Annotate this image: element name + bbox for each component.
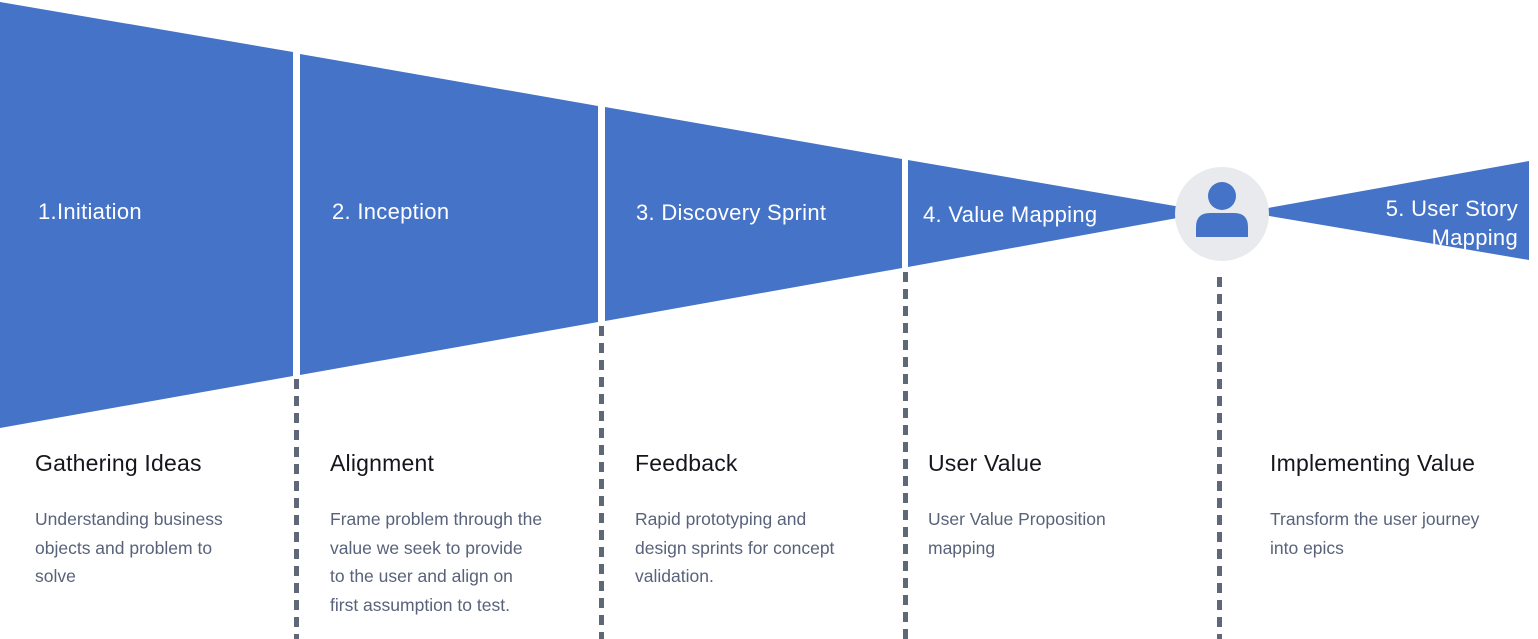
- funnel-stage-discovery-sprint: 3. Discovery Sprint: [605, 107, 902, 321]
- phase-description-gathering-ideas: Understanding business objects and probl…: [35, 509, 223, 586]
- phase-title-user-value: User Value: [928, 450, 1043, 476]
- phase-alignment: Alignment Frame problem through the valu…: [330, 448, 585, 619]
- stage-label-user-story-mapping: 5. User Story Mapping: [1385, 196, 1518, 250]
- divider-dashed-line-2: [599, 326, 604, 639]
- divider-dashed-line-3: [903, 272, 908, 639]
- phase-description-user-value: User Value Proposition mapping: [928, 509, 1106, 558]
- phase-gathering-ideas: Gathering Ideas Understanding business o…: [35, 448, 290, 591]
- stage-label-initiation: 1.Initiation: [38, 199, 142, 224]
- phase-title-implementing-value: Implementing Value: [1270, 450, 1476, 476]
- phase-description-implementing-value: Transform the user journey into epics: [1270, 509, 1480, 558]
- funnel-stage-inception: 2. Inception: [300, 54, 598, 375]
- phase-description-feedback: Rapid prototyping and design sprints for…: [635, 509, 835, 586]
- funnel-stage-user-story-mapping: 5. User Story Mapping: [1246, 161, 1529, 260]
- phase-feedback: Feedback Rapid prototyping and design sp…: [635, 448, 890, 591]
- phase-description-alignment: Frame problem through the value we seek …: [330, 509, 543, 615]
- stage-label-value-mapping: 4. Value Mapping: [923, 202, 1098, 227]
- user-icon-glyph: [1196, 182, 1248, 237]
- phase-implementing-value: Implementing Value Transform the user jo…: [1270, 448, 1525, 562]
- phase-title-alignment: Alignment: [330, 450, 435, 476]
- stage-label-discovery-sprint: 3. Discovery Sprint: [636, 200, 827, 225]
- funnel-stage-initiation: 1.Initiation: [0, 2, 293, 428]
- phase-title-feedback: Feedback: [635, 450, 738, 476]
- stage-label-inception: 2. Inception: [332, 199, 450, 224]
- phase-user-value: User Value User Value Proposition mappin…: [928, 448, 1183, 562]
- divider-dashed-line-4: [1217, 277, 1222, 639]
- user-icon: [1175, 167, 1269, 261]
- funnel-stage-value-mapping: 4. Value Mapping: [908, 160, 1210, 267]
- phase-title-gathering-ideas: Gathering Ideas: [35, 450, 202, 476]
- divider-dashed-line-1: [294, 379, 299, 639]
